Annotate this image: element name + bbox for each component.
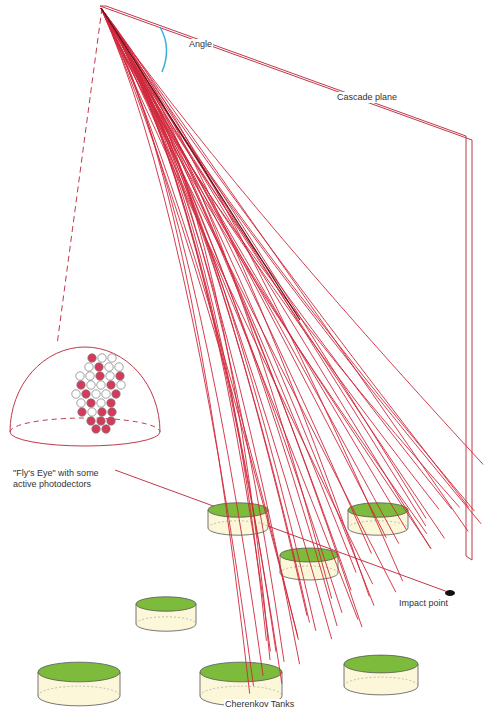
photodetector [92,425,100,433]
particle-track [101,8,332,599]
particle-track [101,8,263,676]
particle-track [101,8,445,538]
photodetector [77,381,85,389]
photodetector [108,408,116,416]
particle-track [101,8,426,519]
photodetector [117,381,125,389]
particle-track [101,8,356,573]
flys-eye-label: "Fly's Eye" with some active photodector… [12,468,106,490]
photodetector [106,372,114,380]
photodetector [95,363,103,371]
particle-track [101,8,399,544]
photodetector [102,390,110,398]
flys-eye-dome [10,347,160,446]
photodetector [72,390,80,398]
photodetector [76,372,84,380]
particle-track [101,8,342,613]
particle-track [101,8,298,640]
photodetector [78,408,86,416]
particle-track [101,8,316,631]
cherenkov-tank [344,655,418,695]
particle-track [101,8,351,590]
cherenkov-tanks [38,503,418,706]
photodetector [98,354,106,362]
photodetector [97,399,105,407]
particle-track [101,8,407,530]
photodetector [87,381,95,389]
cherenkov-tank [348,503,408,535]
photodetector [88,354,96,362]
particle-track [101,8,369,597]
photodetector [107,381,115,389]
photodetector [105,363,113,371]
sight-line [57,8,102,345]
particle-track [101,8,337,626]
photodetector [115,363,123,371]
particle-track [101,8,452,509]
particle-track [101,8,282,684]
particle-track [101,8,298,637]
photodetector [108,354,116,362]
particle-track [101,8,483,465]
photodetector [77,399,85,407]
photodetector [112,390,120,398]
photodetector [92,390,100,398]
cherenkov-tank [38,662,120,706]
photodetector [82,390,90,398]
particle-track [101,8,300,664]
shower-core [101,8,300,320]
particle-shower [101,8,483,694]
cherenkov-tank [136,597,196,631]
photodetector [98,408,106,416]
plane-label: Cascade plane [336,92,398,103]
photodetector [102,425,110,433]
photodetector [97,381,105,389]
impact-label: Impact point [398,598,449,609]
angle-arc [160,27,167,72]
particle-track [101,8,468,531]
cascade-plane [100,6,472,560]
particle-track [101,8,332,639]
photodetector [116,372,124,380]
cherenkov-tank [280,548,338,580]
photodetector [87,399,95,407]
photodetector [85,363,93,371]
angle-label: Angle [188,39,213,50]
particle-track [101,8,386,538]
photodetector [88,408,96,416]
tanks-label: Cherenkov Tanks [224,699,295,710]
photodetector [96,372,104,380]
impact-dot [445,590,455,596]
photodetector [97,417,105,425]
photodetector [107,417,115,425]
photodetector [107,399,115,407]
photodetector [86,372,94,380]
particle-track [101,8,374,606]
photodetector [87,417,95,425]
